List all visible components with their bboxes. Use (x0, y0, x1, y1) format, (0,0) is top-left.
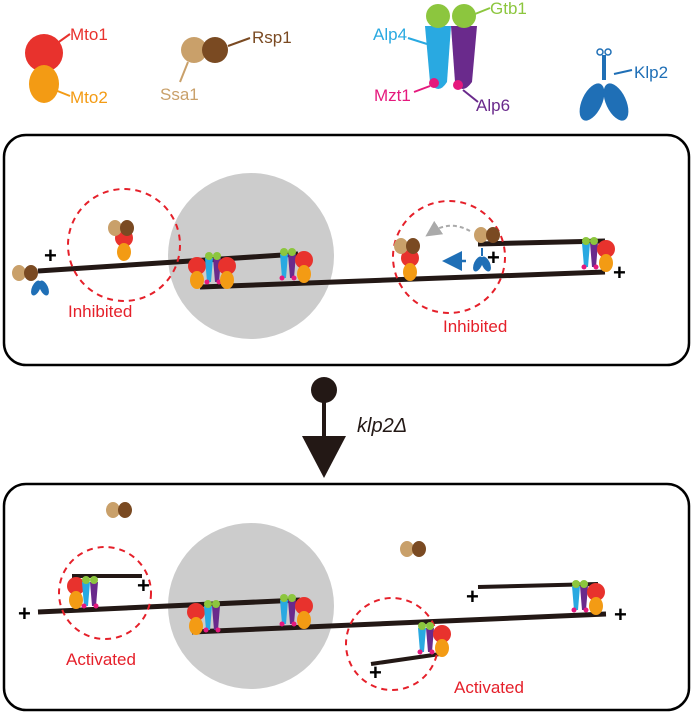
legend: Mto1 Mto2 Rsp1 Ssa1 Gtb1 Alp4 Mzt1 Alp6 (25, 0, 668, 121)
alp4-label: Alp4 (373, 25, 407, 44)
plus-end-marker: + (614, 602, 627, 627)
microtubule (37, 251, 299, 274)
klp2-deletion-transition: klp2Δ (302, 377, 407, 478)
mto1-mto2-icon (25, 33, 71, 103)
klp2-motor (31, 280, 49, 296)
plus-end-marker: + (369, 660, 382, 685)
state-label-activated: Activated (454, 678, 524, 697)
activation-zone (58, 546, 152, 640)
cell-outline-top (2, 133, 691, 367)
plus-end-marker: + (44, 243, 57, 268)
state-label-inhibited: Inhibited (68, 302, 132, 321)
state-label-inhibited: Inhibited (443, 317, 507, 336)
transition-label: klp2Δ (357, 415, 407, 437)
rsp1-ssa1-icon (179, 37, 251, 83)
microtubule (370, 652, 441, 666)
panel-inhibited: + + + Inhibited (2, 133, 691, 367)
microtubule (37, 597, 301, 615)
plus-end-marker: + (137, 573, 150, 598)
cell-outline-bottom (2, 482, 691, 712)
microtubule (199, 269, 606, 290)
gamma-tubulin-complex-icon (407, 4, 491, 103)
ssa1-label: Ssa1 (160, 85, 199, 104)
plus-end-marker: + (487, 245, 500, 270)
rsp1-label: Rsp1 (252, 28, 292, 47)
klp2-label: Klp2 (634, 63, 668, 82)
nucleus-bottom (168, 523, 334, 689)
mzt1-label: Mzt1 (374, 86, 411, 105)
plus-end-marker: + (466, 584, 479, 609)
plus-end-marker: + (18, 601, 31, 626)
plus-end-marker: + (613, 260, 626, 285)
alp6-label: Alp6 (476, 96, 510, 115)
state-label-activated: Activated (66, 650, 136, 669)
gtb1-label: Gtb1 (490, 0, 527, 18)
inhibition-zone (392, 200, 506, 314)
mto2-label: Mto2 (70, 88, 108, 107)
panel-activated: + + + + + Activated Activate (2, 482, 691, 712)
klp2-icon (579, 48, 633, 121)
klp2-motor (473, 248, 491, 272)
inhibition-zone (67, 188, 181, 302)
microtubule (191, 611, 607, 635)
dissociation-arrow (425, 220, 471, 237)
mto1-label: Mto1 (70, 25, 108, 44)
